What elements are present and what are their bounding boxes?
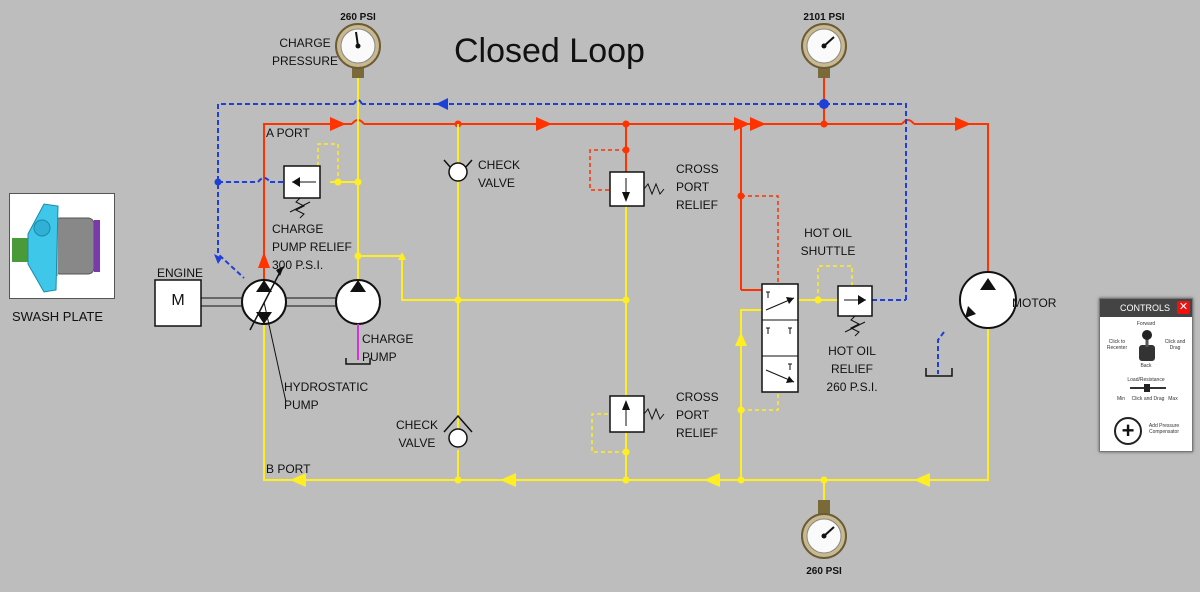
hot-oil-shuttle-label: HOT OIL SHUTTLE: [800, 226, 856, 258]
controls-header: CONTROLS ✕: [1100, 299, 1192, 317]
engine-symbol: [154, 279, 336, 327]
load-min-label: Min: [1116, 396, 1126, 402]
charge-pump-relief-valve: [283, 165, 321, 219]
cross-port-relief-top: [609, 171, 665, 207]
engine-label: ENGINE: [157, 266, 204, 280]
b-port-label: B PORT: [266, 462, 311, 476]
add-compensator-label: Add Pressure Compensator: [1148, 423, 1180, 435]
add-compensator-button[interactable]: +: [1114, 417, 1142, 445]
swash-plate-image: [12, 203, 100, 293]
joystick-control[interactable]: [1136, 329, 1158, 363]
page-title: Closed Loop: [454, 32, 645, 70]
a-port-label: A PORT: [266, 126, 310, 140]
load-slider-handle[interactable]: [1144, 384, 1150, 392]
cross-port-relief-bottom-label: CROSS PORT RELIEF: [676, 390, 719, 440]
junction-dots-yellow: [334, 178, 828, 484]
load-hint-label: Click and Drag: [1131, 396, 1165, 402]
hot-oil-relief-valve: [837, 285, 873, 337]
system-pressure-gauge: [801, 23, 847, 78]
pilot-lines-yellow: [317, 143, 853, 453]
flow-arrows-yellow: [290, 252, 930, 487]
motor-symbol: [925, 271, 1017, 377]
motor-label: MOTOR: [1012, 296, 1057, 310]
hydrostatic-pump-label: HYDROSTATIC PUMP: [284, 380, 369, 412]
b-port-pressure-gauge: [801, 500, 847, 559]
charge-pump-relief-label: CHARGE PUMP RELIEF 300 P.S.I.: [272, 222, 352, 272]
joystick-recenter-label: Click to Recenter: [1106, 339, 1128, 351]
charge-gauge-value: 260 PSI: [340, 12, 376, 23]
check-valve-bottom-label: CHECK VALVE: [395, 418, 438, 450]
charge-pump-label: CHARGE PUMP: [362, 332, 414, 364]
close-icon[interactable]: ✕: [1177, 301, 1190, 314]
controls-panel: CONTROLS ✕ Forward Click to Recenter Cli…: [1099, 298, 1193, 452]
joystick-back-label: Back: [1140, 363, 1152, 369]
check-valve-top: [443, 159, 473, 182]
bottom-gauge-value: 260 PSI: [806, 566, 842, 577]
swash-plate-illustration[interactable]: [9, 193, 115, 299]
charge-pressure-label: CHARGE PRESSURE: [271, 36, 339, 68]
check-valve-top-label: CHECK VALVE: [478, 158, 521, 190]
hot-oil-shuttle-valve: [761, 283, 799, 393]
pilot-lines-red: [589, 149, 779, 284]
joystick-forward-label: Forward: [1136, 321, 1156, 327]
load-resistance-title: Load/Resistance: [1127, 377, 1165, 383]
cross-port-relief-bottom: [609, 395, 665, 433]
load-max-label: Max: [1168, 396, 1178, 402]
charge-pressure-gauge: [335, 23, 381, 78]
check-valve-bottom: [443, 414, 473, 448]
joystick-drag-label: Click and Drag: [1164, 339, 1186, 351]
engine-symbol-letter: M: [171, 292, 185, 309]
charge-pump-symbol: [335, 279, 381, 365]
cross-port-relief-top-label: CROSS PORT RELIEF: [676, 162, 719, 212]
system-gauge-value: 2101 PSI: [803, 12, 845, 23]
hydrostatic-pump-symbol: [241, 266, 287, 403]
swash-plate-label: SWASH PLATE: [12, 309, 104, 324]
hot-oil-relief-label: HOT OIL RELIEF 260 P.S.I.: [826, 344, 878, 394]
flow-arrows-blue: [214, 98, 829, 264]
controls-title: CONTROLS: [1120, 303, 1171, 313]
